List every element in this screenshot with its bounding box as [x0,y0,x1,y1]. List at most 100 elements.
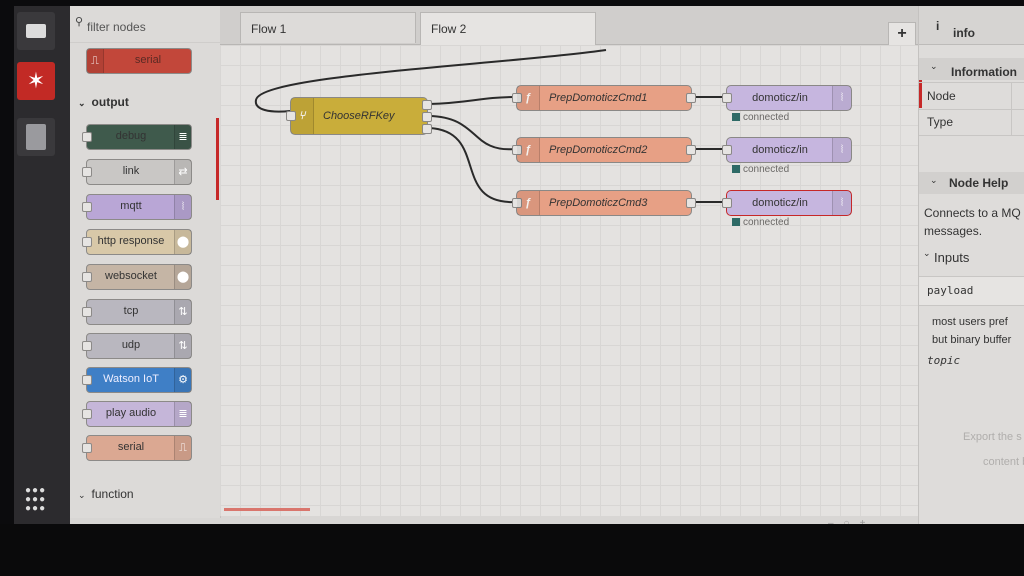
function-node[interactable]: ƒ PrepDomoticzCmd1 [512,85,696,111]
node-type-icon: ⬤ [174,265,191,289]
category-function[interactable]: ⌄function [78,487,134,501]
input-port[interactable] [512,198,522,208]
input-port[interactable] [722,198,732,208]
mqtt-icon: ⦚ [832,138,851,162]
palette-node-label: Watson IoT [103,373,159,385]
input-port[interactable] [286,111,296,121]
mqtt-out-node[interactable]: domoticz/in⦚ [722,190,852,216]
mqtt-out-node[interactable]: domoticz/in ⦚ [722,137,852,163]
function-node[interactable]: ƒ PrepDomoticzCmd3 [512,190,696,216]
flow-wires [254,49,726,204]
payload-property: payload [919,276,1024,306]
node-status: connected [732,164,789,175]
input-port [82,272,92,282]
input-port [82,409,92,419]
node-type-icon: ⇄ [174,160,191,184]
palette-node-websocket[interactable]: websocket⬤ [82,264,192,290]
launcher-bar: ✶ ●●●●●●●●● [14,6,70,524]
node-type-icon: ⇅ [174,300,191,324]
output-port[interactable] [686,145,696,155]
node-status-text: connected [743,112,790,123]
palette-node-http-response[interactable]: http response ⬤ [82,229,192,255]
tab-flow-1[interactable]: Flow 1 [240,12,416,43]
zoom-controls[interactable]: –○+ [828,518,876,524]
chevron-down-icon: ⌄ [78,98,86,108]
wire-switch-to-func3 [428,127,517,204]
wire-switch-to-func2 [428,115,517,151]
canvas-scrollbar[interactable] [224,508,310,511]
chevron-down-icon: ⌄ [78,490,86,500]
node-type-icon: ⇅ [174,334,191,358]
filter-box[interactable]: ⚲ filter nodes [70,6,220,43]
files-app-icon[interactable] [17,12,55,50]
palette-node-mqtt[interactable]: mqtt ⦚ [82,194,192,220]
info-row-type: Type [919,109,1024,136]
mqtt-node-label: domoticz/in [752,92,808,104]
mqtt-node-label: domoticz/in [752,144,808,156]
node-palette: ⚲ filter nodes ⎍ serial ⌄output debug≣ li… [70,6,221,518]
chevron-down-icon: ⌄ [930,61,938,71]
tab-flow-2[interactable]: Flow 2 [420,12,596,45]
filter-input[interactable]: filter nodes [87,20,146,34]
mqtt-node-label: domoticz/in [752,197,808,209]
function-node-label: PrepDomoticzCmd1 [549,92,648,104]
input-port [82,375,92,385]
input-port [82,341,92,351]
palette-node-label: http response [97,235,165,247]
output-port-1[interactable] [422,100,432,110]
output-port-2[interactable] [422,112,432,122]
calculator-app-icon[interactable] [17,118,55,156]
palette-node-udp[interactable]: udp⇅ [82,333,192,359]
wire-incoming [254,49,607,113]
mqtt-out-node[interactable]: domoticz/in⦚ [722,85,852,111]
input-port[interactable] [722,145,732,155]
node-status-text: connected [743,164,790,175]
node-type-icon: ⦚ [174,195,191,219]
input-port[interactable] [512,93,522,103]
palette-node-play-audio[interactable]: play audio≣ [82,401,192,427]
node-status: connected [732,112,789,123]
input-port[interactable] [512,145,522,155]
status-dot-icon [732,165,740,173]
category-output[interactable]: ⌄output [78,95,129,109]
palette-node-tcp[interactable]: tcp⇅ [82,299,192,325]
sidebar-scroll-indicator [919,66,922,108]
node-type-icon: ⚙ [174,368,191,392]
output-port[interactable] [686,93,696,103]
input-port [82,237,92,247]
switch-icon: ⑂ [291,98,314,134]
switch-node[interactable]: ⑂ ChooseRFKey [286,97,432,135]
input-port [82,132,92,142]
node-type-icon: ⎍ [174,436,191,460]
palette-node-link[interactable]: link⇄ [82,159,192,185]
function-node-label: PrepDomoticzCmd3 [549,197,648,209]
serial-icon: ⎍ [87,49,104,73]
palette-node-serial[interactable]: serial⎍ [82,435,192,461]
output-port-3[interactable] [422,124,432,134]
input-port [82,202,92,212]
flow-tab-bar: Flow 1 Flow 2 + [220,6,918,48]
sidebar-tab-info[interactable]: info [953,26,975,40]
input-port [82,443,92,453]
workspace: Flow 1 Flow 2 + ⑂ ChooseRFKey [220,6,918,524]
palette-scroll-indicator [216,118,219,200]
input-port[interactable] [722,93,732,103]
palette-node-label: mqtt [120,200,142,212]
function-icon: ƒ [517,191,540,215]
palette-node-serial-in[interactable]: ⎍ serial [86,48,192,74]
sidebar-header: i info [919,6,1024,45]
info-row-node: Node [919,82,1024,110]
node-type-icon: ≣ [174,402,191,426]
node-type-icon: ⬤ [174,230,191,254]
palette-node-debug[interactable]: debug≣ [82,124,192,150]
palette-node-watson-iot[interactable]: Watson IoT ⚙ [82,367,192,393]
info-sidebar: i info ⌄ Information Node Type ⌄ Node He… [918,6,1024,524]
star-app-icon[interactable]: ✶ [17,62,55,100]
function-icon: ƒ [517,86,540,110]
section-information[interactable]: ⌄ Information [919,58,1024,80]
output-port[interactable] [686,198,696,208]
section-node-help[interactable]: ⌄ Node Help [919,172,1024,194]
app-grid-icon[interactable]: ●●●●●●●●● [25,485,47,514]
